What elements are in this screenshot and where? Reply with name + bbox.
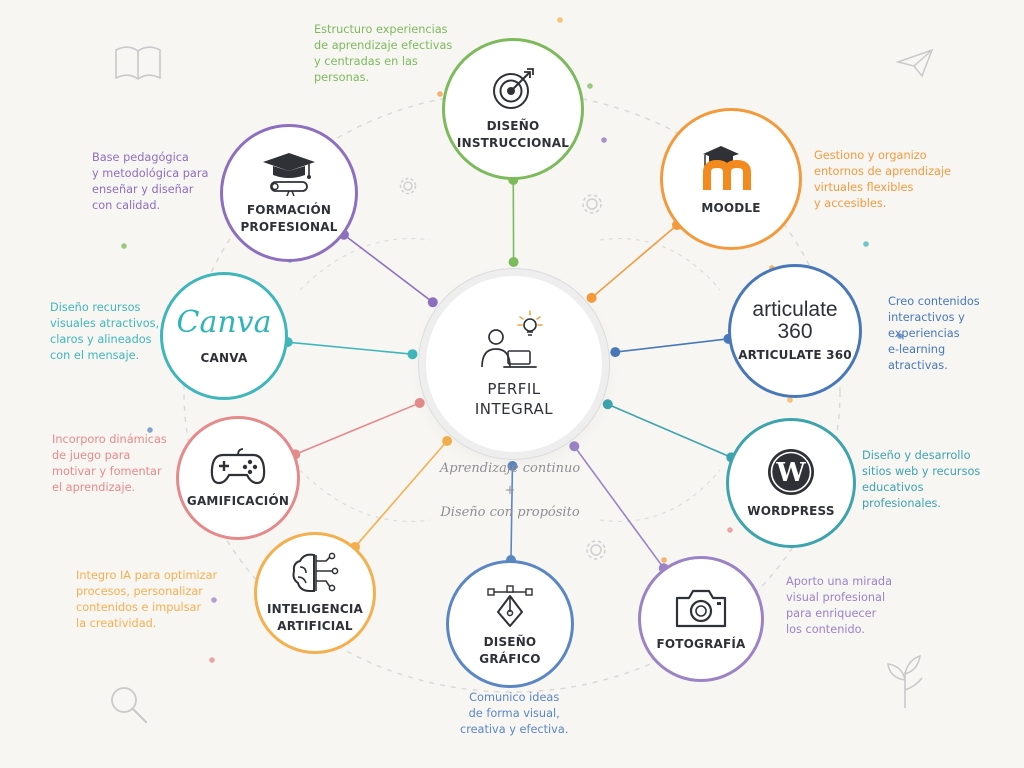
connector-fotografia [573, 445, 665, 569]
connector-dot-canva [407, 349, 418, 360]
motto-line-1: Aprendizaje continuo [439, 461, 581, 476]
node-title: GAMIFICACIÓN [186, 493, 290, 508]
node-title: WORDPRESS [747, 503, 835, 518]
perfil-integral-center: PERFIL INTEGRAL [426, 276, 602, 452]
connector-dot-diseno-grafico [507, 460, 518, 471]
desc-diseno-grafico: Comunico ideas de forma visual, creativa… [460, 691, 569, 736]
brain-circuit-icon [292, 552, 339, 592]
connector-gamificacion [294, 402, 421, 456]
connector-ia [354, 440, 448, 548]
camera-icon [675, 589, 727, 627]
node-diseno-instruccional[interactable]: DISEÑO INSTRUCCIONAL [442, 38, 584, 180]
node-title: ARTICULATE 360 [738, 347, 852, 362]
desc-formacion-profesional: Base pedagógica y metodológica para ense… [92, 151, 209, 212]
decor-dot [661, 557, 667, 563]
connector-moodle [591, 224, 678, 299]
connector-formacion [343, 234, 434, 303]
moodle-logo-icon [703, 145, 751, 190]
desc-moodle: Gestiono y organizo entornos de aprendiz… [814, 149, 952, 210]
node-gamificacion[interactable]: GAMIFICACIÓN [176, 416, 300, 540]
node-title: MOODLE [701, 200, 761, 215]
decor-dot [897, 333, 903, 339]
node-moodle[interactable]: MOODLE [660, 108, 802, 250]
decor-dot [147, 427, 153, 433]
decor-dot [601, 137, 607, 143]
desc-diseno-instruccional: Estructuro experiencias de aprendizaje e… [314, 23, 453, 84]
articulate-logo-text: articulate [752, 297, 838, 321]
open-book-icon [115, 46, 161, 80]
decor-dot [863, 241, 869, 247]
decor-dot [557, 17, 563, 23]
decor-dot [727, 527, 733, 533]
motto-plus: + [504, 483, 516, 498]
connector-dot-diseno-instruccional [508, 257, 519, 268]
connector-dot-wordpress [602, 399, 613, 410]
canva-logo-icon: Canva [176, 305, 272, 340]
node-canva[interactable]: Canva CANVA [160, 272, 288, 400]
paper-plane-icon [896, 48, 934, 78]
desc-canva: Diseño recursos visuales atractivos, cla… [50, 301, 160, 362]
person-laptop-idea-icon [481, 310, 543, 368]
articulate-logo-icon: articulate 360 [752, 297, 838, 343]
dashed-flow-line [599, 469, 721, 522]
connector-dot-formacion [427, 297, 438, 308]
node-diseno-grafico[interactable]: DISEÑO GRÁFICO [446, 560, 574, 688]
gear-icon [399, 177, 417, 195]
node-title: DISEÑO INSTRUCCIONAL [456, 119, 570, 150]
node-title: INTELIGENCIA ARTIFICIAL [266, 602, 364, 633]
node-title: CANVA [200, 351, 248, 365]
connector-dot-fotografia [569, 441, 580, 452]
graduation-cap-diploma-icon [263, 153, 315, 196]
desc-wordpress: Diseño y desarrollo sitios web y recurso… [862, 449, 981, 510]
desc-gamificacion: Incorporo dinámicas de juego para motiva… [52, 433, 167, 494]
connector-dot-ia [442, 435, 453, 446]
node-formacion-profesional[interactable]: FORMACIÓN PROFESIONAL [220, 124, 358, 262]
gear-icon [586, 540, 606, 560]
node-wordpress[interactable]: W WORDPRESS [726, 418, 856, 548]
decor-dot [211, 597, 217, 603]
dashed-flow-line [299, 469, 431, 523]
center-title: PERFIL INTEGRAL [474, 380, 554, 418]
node-inteligencia-artificial[interactable]: INTELIGENCIA ARTIFICIAL [254, 532, 376, 654]
node-title: FORMACIÓN PROFESIONAL [240, 203, 338, 234]
desc-fotografia: Aporto una mirada visual profesional par… [786, 575, 893, 636]
gamepad-icon [210, 447, 266, 484]
node-title: FOTOGRAFÍA [656, 636, 746, 651]
svg-text:W: W [775, 458, 806, 488]
node-title: DISEÑO GRÁFICO [479, 635, 541, 666]
decor-dot [787, 397, 793, 403]
connector-canva [287, 341, 413, 355]
connector-diseno-grafico [510, 465, 514, 561]
articulate-logo-number: 360 [777, 319, 813, 343]
node-articulate-360[interactable]: articulate 360 ARTICULATE 360 [728, 264, 862, 398]
decor-dot [209, 657, 215, 663]
connector-dot-gamificacion [414, 397, 425, 408]
magnifier-icon [111, 687, 148, 724]
decor-dot [437, 91, 443, 97]
motto: Aprendizaje continuo + Diseño con propós… [420, 458, 600, 524]
connector-dot-articulate [610, 347, 621, 358]
connector-wordpress [607, 403, 732, 459]
plant-icon [887, 654, 923, 708]
dashed-flow-line [599, 238, 721, 291]
connector-dot-moodle [586, 292, 597, 303]
target-arrow-icon [493, 68, 534, 109]
motto-line-2: Diseño con propósito [440, 505, 580, 520]
node-fotografia[interactable]: FOTOGRAFÍA [638, 556, 764, 682]
desc-inteligencia-artificial: Integro IA para optimizar procesos, pers… [76, 569, 218, 630]
decor-dot [121, 243, 127, 249]
outer-dashed-ring [183, 91, 841, 693]
wordpress-logo-icon: W [768, 448, 814, 495]
decor-dot [587, 83, 593, 89]
pen-tool-icon [487, 585, 533, 627]
connector-articulate [615, 338, 729, 353]
gear-icon [582, 194, 602, 214]
dashed-flow-line [299, 237, 431, 291]
desc-articulate-360: Creo contenidos interactivos y experienc… [888, 295, 980, 372]
